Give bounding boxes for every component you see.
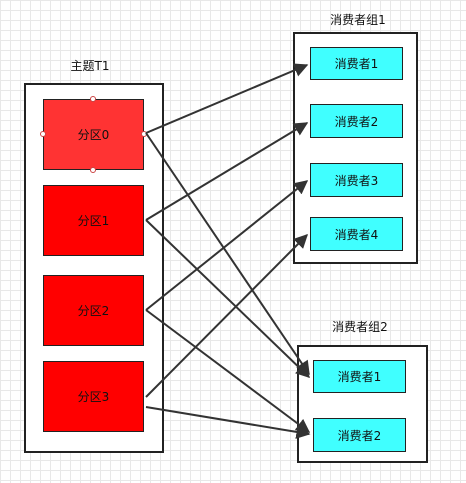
partition-1[interactable]: 分区1 (43, 185, 144, 256)
partition-0[interactable]: 分区0 (43, 99, 144, 170)
group2-consumer-2[interactable]: 消费者2 (313, 418, 406, 452)
selection-handle-top[interactable] (90, 96, 96, 102)
partition-0-label: 分区0 (77, 128, 110, 142)
edge-p0-g2c1[interactable] (145, 132, 310, 376)
group2-consumer-1-label: 消费者1 (337, 370, 382, 384)
partition-2[interactable]: 分区2 (43, 275, 144, 346)
group2-consumer-2-label: 消费者2 (337, 428, 382, 443)
group1-consumer-2-label: 消费者2 (334, 114, 379, 129)
edge-p1-g2c1[interactable] (145, 219, 311, 378)
edge-p0-g1c1[interactable] (145, 63, 309, 134)
selection-handle-left[interactable] (40, 131, 46, 137)
group1-consumer-4-label: 消费者4 (334, 227, 379, 242)
edge-p2-g1c3[interactable] (145, 180, 309, 311)
partition-3[interactable]: 分区3 (43, 361, 144, 432)
partition-2-label: 分区2 (77, 304, 110, 318)
topic-label: 主题T1 (70, 59, 110, 73)
selection-handle-bottom[interactable] (90, 167, 96, 173)
partition-3-label: 分区3 (77, 390, 110, 404)
edge-p3-g2c2[interactable] (145, 406, 311, 439)
edge-p3-g1c4[interactable] (145, 234, 308, 398)
partition-1-label: 分区1 (77, 214, 110, 228)
group1-label: 消费者组1 (330, 13, 386, 27)
group1-consumer-1-label: 消费者1 (334, 57, 379, 71)
group1-consumer-1[interactable]: 消费者1 (310, 47, 403, 80)
edge-p1-g1c2[interactable] (145, 122, 309, 221)
group2-consumer-1[interactable]: 消费者1 (313, 360, 406, 393)
group2-label: 消费者组2 (332, 320, 388, 334)
group1-consumer-4[interactable]: 消费者4 (310, 217, 403, 251)
group1-consumer-3[interactable]: 消费者3 (310, 163, 403, 197)
group1-consumer-3-label: 消费者3 (334, 173, 379, 188)
group1-consumer-2[interactable]: 消费者2 (310, 104, 403, 138)
selection-handle-right[interactable] (141, 131, 147, 137)
edge-p2-g2c2[interactable] (145, 309, 311, 433)
